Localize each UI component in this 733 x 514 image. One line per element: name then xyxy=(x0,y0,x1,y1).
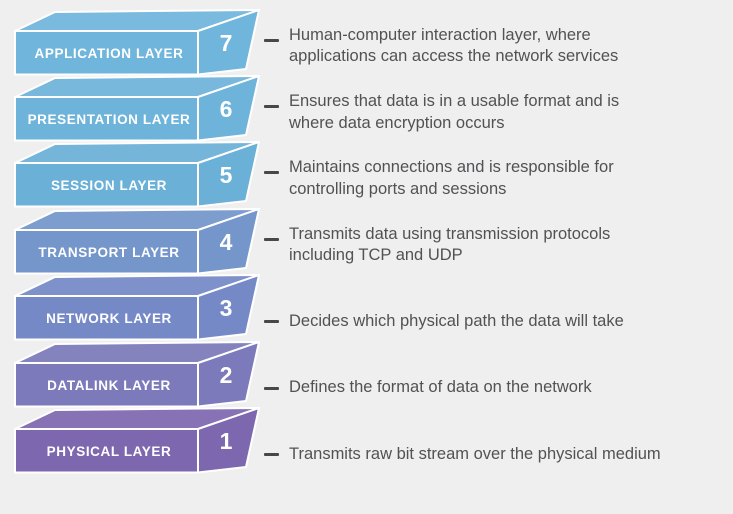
layer-description: Transmits data using transmission protoc… xyxy=(289,224,611,265)
box-front-face xyxy=(14,361,199,408)
layer-label: PHYSICAL LAYER xyxy=(47,444,172,459)
layer-number: 2 xyxy=(220,362,233,388)
layer-box-3d: SESSION LAYER 5 xyxy=(14,141,260,208)
layer-description: Transmits raw bit stream over the physic… xyxy=(289,444,661,463)
layer-description: Defines the format of data on the networ… xyxy=(289,378,592,397)
layer-description: Decides which physical path the data wil… xyxy=(289,312,624,330)
osi-layer-row: NETWORK LAYER 3 Decides which physical p… xyxy=(14,274,733,341)
connector-dash-icon xyxy=(264,386,279,390)
osi-layer-row: PHYSICAL LAYER 1 Transmits raw bit strea… xyxy=(14,407,733,474)
osi-layer-row: DATALINK LAYER 2 Defines the format of d… xyxy=(14,340,733,408)
connector-dash-icon xyxy=(264,237,279,241)
osi-layer-row: TRANSPORT LAYER 4 Transmits data using t… xyxy=(14,207,733,275)
layer-number: 3 xyxy=(220,295,233,321)
connector-dash-icon xyxy=(264,320,279,324)
layer-box-3d: DATALINK LAYER 2 xyxy=(14,340,260,408)
layer-box-3d: APPLICATION LAYER 7 xyxy=(14,8,260,76)
layer-description: Maintains connections and is responsible… xyxy=(289,158,614,198)
osi-layer-row: PRESENTATION LAYER 6 Ensures that data i… xyxy=(14,75,733,142)
box-front-face xyxy=(14,162,199,208)
layer-label: TRANSPORT LAYER xyxy=(38,245,179,260)
box-front-face xyxy=(14,228,199,275)
layer-description: Ensures that data is in a usable format … xyxy=(289,92,620,132)
layer-box-3d: TRANSPORT LAYER 4 xyxy=(14,207,260,275)
box-top-face-highlight xyxy=(15,76,259,98)
layer-label: NETWORK LAYER xyxy=(46,311,172,326)
layer-number: 1 xyxy=(220,428,233,454)
layer-label: SESSION LAYER xyxy=(51,178,167,193)
layer-description: Human-computer interaction layer, where … xyxy=(289,25,619,66)
layer-box-3d: PHYSICAL LAYER 1 xyxy=(14,407,260,474)
layer-label: DATALINK LAYER xyxy=(47,378,171,393)
layer-label: PRESENTATION LAYER xyxy=(28,112,191,127)
layer-number: 5 xyxy=(220,162,233,188)
box-top-face-highlight xyxy=(15,408,259,430)
box-front-face xyxy=(14,295,199,341)
box-top-face-highlight xyxy=(15,142,259,164)
layer-box-3d: NETWORK LAYER 3 xyxy=(14,274,260,341)
connector-dash-icon xyxy=(264,38,279,42)
osi-layer-row: APPLICATION LAYER 7 Human-computer inter… xyxy=(14,8,733,76)
box-front-face xyxy=(14,96,199,142)
layer-label: APPLICATION LAYER xyxy=(35,46,184,61)
box-front-face xyxy=(14,428,199,474)
box-top-face-highlight xyxy=(15,341,259,363)
box-top-face-highlight xyxy=(15,208,259,230)
connector-dash-icon xyxy=(264,171,279,175)
connector-dash-icon xyxy=(264,453,279,457)
connector-dash-icon xyxy=(264,105,279,109)
layer-number: 7 xyxy=(220,30,233,56)
layer-box-3d: PRESENTATION LAYER 6 xyxy=(14,75,260,142)
osi-layer-row: SESSION LAYER 5 Maintains connections an… xyxy=(14,141,733,208)
layer-number: 6 xyxy=(220,96,233,122)
box-top-face-highlight xyxy=(15,9,259,31)
box-top-face-highlight xyxy=(15,275,259,297)
layer-number: 4 xyxy=(220,229,233,255)
box-front-face xyxy=(14,29,199,76)
